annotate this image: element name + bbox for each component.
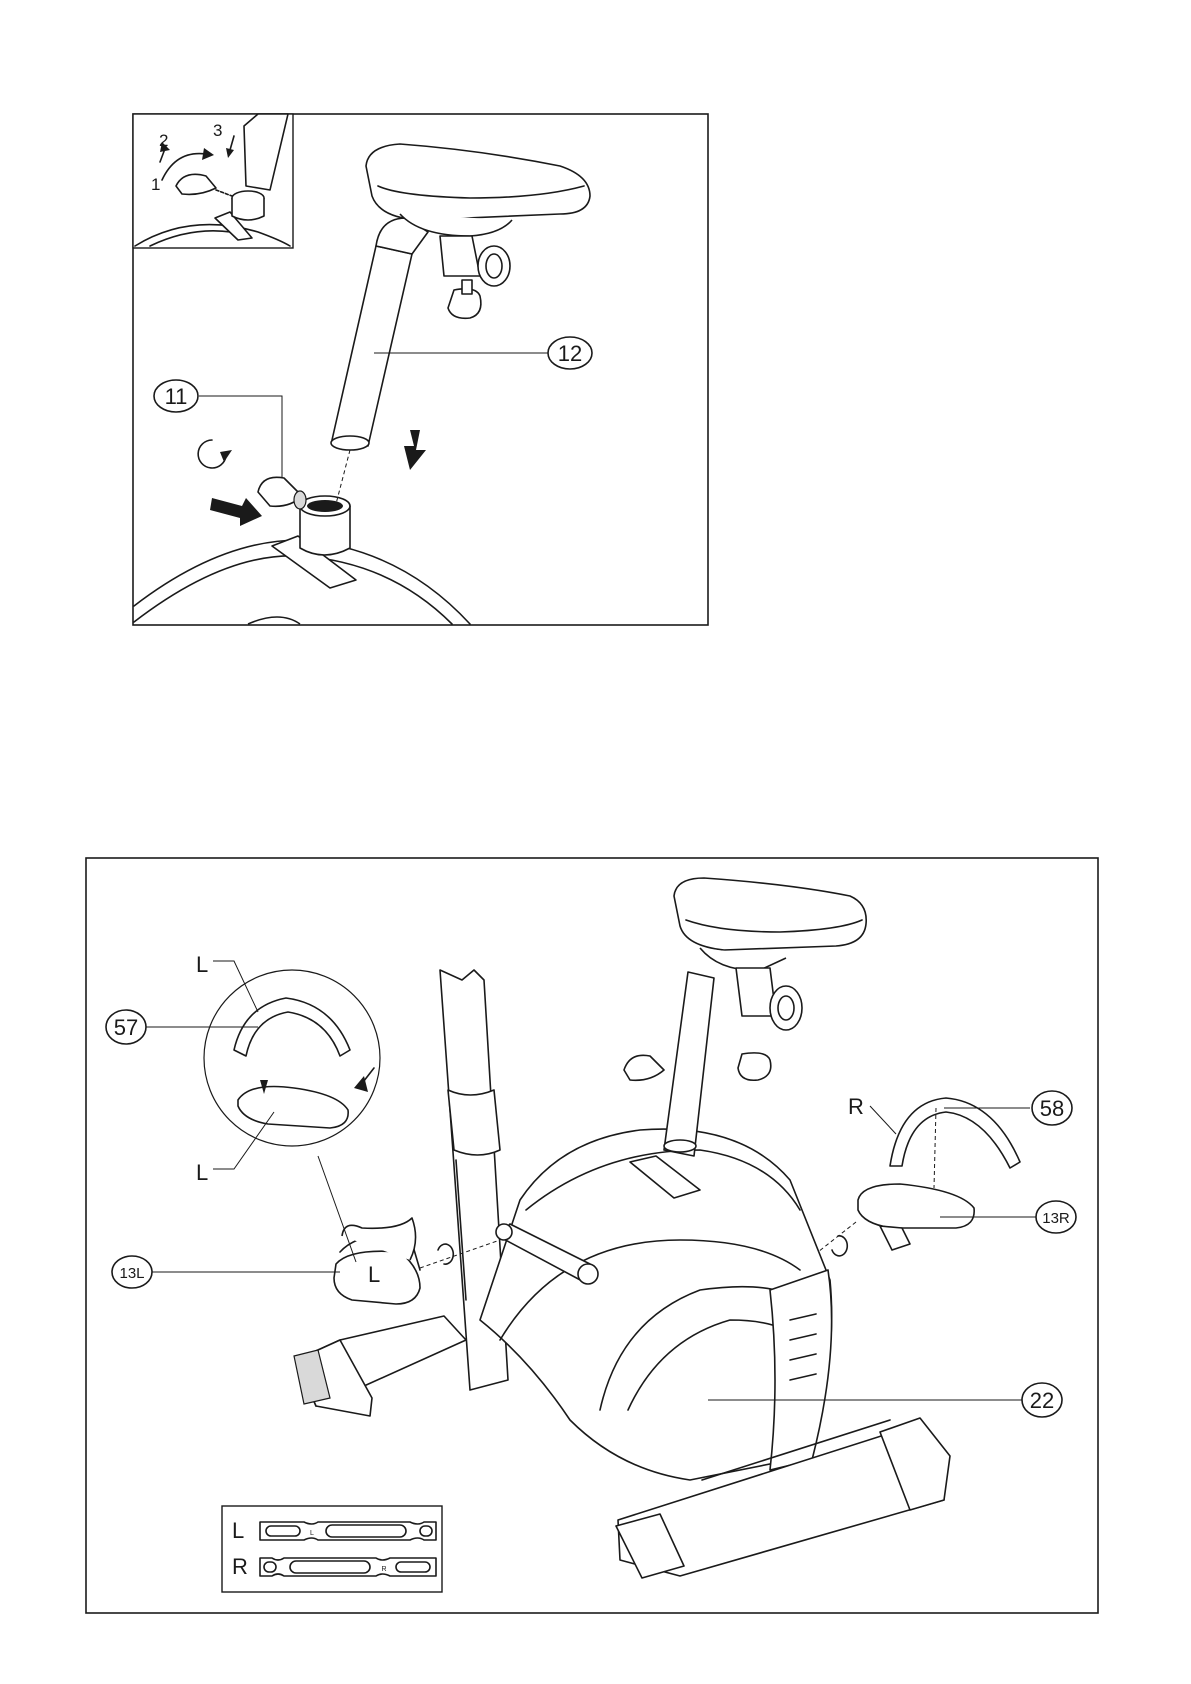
legend-right-strap-mark: R	[381, 1566, 386, 1573]
callout-part-57: 57	[106, 1010, 146, 1044]
legend-left-strap-mark: L	[310, 1530, 314, 1537]
legend-right-label: R	[232, 1554, 248, 1579]
inset-step-3: 3	[213, 121, 222, 140]
callout-58-label: 58	[1040, 1096, 1064, 1121]
callout-part-12: 12	[548, 337, 592, 369]
callout-13r-label: 13R	[1042, 1210, 1070, 1227]
left-strap-letter: L	[196, 952, 208, 977]
legend-left-strap: L	[260, 1522, 436, 1540]
seat-tube-socket	[300, 496, 350, 555]
strap-orientation-legend: L R L R	[222, 1506, 442, 1592]
callout-57-label: 57	[114, 1015, 138, 1040]
knob-steps-inset: 1 2 3	[133, 114, 293, 248]
legend-left-label: L	[232, 1518, 244, 1543]
left-pedal-detail-letter: L	[196, 1160, 208, 1185]
callout-part-13r: 13R	[1036, 1201, 1076, 1233]
callout-13l-label: 13L	[119, 1265, 144, 1282]
callout-part-58: 58	[1032, 1091, 1072, 1125]
legend-frame	[222, 1506, 442, 1592]
callout-part-11: 11	[154, 380, 198, 412]
pedal-strap-assembly-figure: L R L L	[86, 858, 1098, 1613]
inset-step-1: 1	[151, 175, 160, 194]
inset-step-2: 2	[159, 131, 168, 150]
callout-12-label: 12	[558, 341, 582, 366]
callout-part-22: 22	[1022, 1383, 1062, 1417]
left-pedal-letter: L	[368, 1262, 380, 1287]
seat-post-assembly-figure: 1 2 3	[133, 114, 708, 625]
callout-part-13l: 13L	[112, 1256, 152, 1288]
callout-22-label: 22	[1030, 1388, 1054, 1413]
legend-right-strap: R	[260, 1558, 436, 1576]
callout-11-label: 11	[165, 384, 188, 409]
right-strap-letter: R	[848, 1094, 864, 1119]
